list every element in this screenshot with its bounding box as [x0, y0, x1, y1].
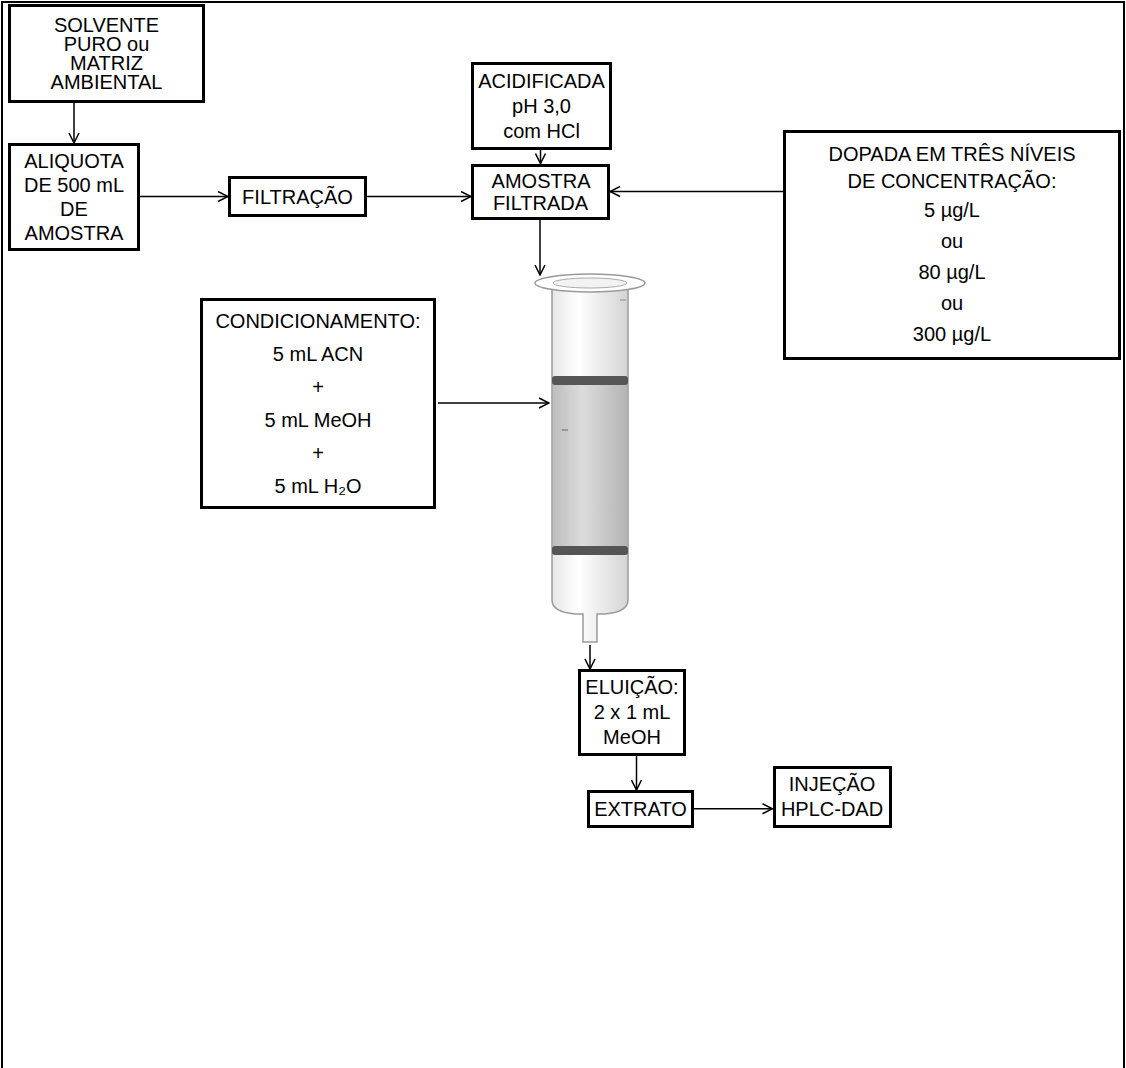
process-box: FILTRAÇÃO	[228, 176, 367, 217]
process-box: SOLVENTE PURO ou MATRIZ AMBIENTAL	[8, 4, 205, 103]
box-text: EXTRATO	[594, 798, 687, 820]
process-box: ALIQUOTA DE 500 mL DE AMOSTRA	[8, 143, 140, 251]
flow-arrow	[539, 219, 541, 275]
process-box: DOPADA EM TRÊS NÍVEIS DE CONCENTRAÇÃO:5 …	[783, 130, 1121, 360]
box-text: AMOSTRA FILTRADA	[492, 170, 590, 214]
process-box: ACIDIFICADApH 3,0 com HCl	[471, 62, 612, 150]
flow-arrow	[636, 756, 638, 790]
tube-mark	[562, 430, 568, 431]
box-text: 5 mL MeOH	[264, 404, 371, 437]
process-box: INJEÇÃO HPLC-DAD	[773, 766, 892, 828]
process-box: AMOSTRA FILTRADA	[471, 164, 610, 220]
box-text: FILTRAÇÃO	[242, 186, 353, 208]
box-text: ou	[941, 288, 963, 319]
box-text: +	[312, 437, 324, 470]
process-box: EXTRATO	[587, 790, 694, 828]
box-text: INJEÇÃO HPLC-DAD	[780, 772, 885, 822]
flow-arrow	[438, 402, 549, 404]
cartridge-flange	[535, 274, 645, 292]
box-text: ELUIÇÃO:	[585, 675, 678, 700]
box-text: ACIDIFICADA	[478, 69, 605, 94]
spe-cartridge	[535, 274, 645, 642]
flow-arrow	[73, 103, 75, 143]
box-text: SOLVENTE PURO ou MATRIZ AMBIENTAL	[51, 16, 163, 92]
cartridge-mouth	[553, 278, 627, 288]
box-text: pH 3,0 com HCl	[497, 94, 587, 144]
flow-arrow	[610, 191, 783, 193]
box-text: 5 mL H₂O	[274, 470, 361, 503]
box-text: 5 mL ACN	[273, 338, 363, 371]
box-text: DOPADA EM TRÊS NÍVEIS DE CONCENTRAÇÃO:	[825, 141, 1080, 195]
box-text: 5 µg/L	[924, 195, 980, 226]
box-text: 80 µg/L	[918, 257, 985, 288]
flow-arrow	[540, 150, 542, 164]
box-text: 300 µg/L	[913, 319, 991, 350]
flow-arrow	[694, 808, 773, 810]
box-text: ALIQUOTA DE 500 mL DE AMOSTRA	[19, 149, 129, 245]
flow-arrow	[140, 196, 228, 198]
box-text: 2 x 1 mL MeOH	[587, 700, 677, 750]
box-text: ou	[941, 226, 963, 257]
flow-arrow	[589, 645, 591, 669]
sorbent-bed	[553, 382, 627, 550]
upper-frit	[552, 376, 628, 385]
box-text: +	[312, 371, 324, 404]
lower-frit	[552, 546, 628, 555]
tube-mark	[620, 300, 626, 301]
flow-arrow	[367, 196, 471, 198]
cartridge-barrel	[552, 284, 628, 642]
process-box: CONDICIONAMENTO:5 mL ACN+5 mL MeOH+5 mL …	[200, 298, 436, 509]
box-text: CONDICIONAMENTO:	[215, 304, 420, 338]
process-box: ELUIÇÃO:2 x 1 mL MeOH	[578, 669, 686, 756]
